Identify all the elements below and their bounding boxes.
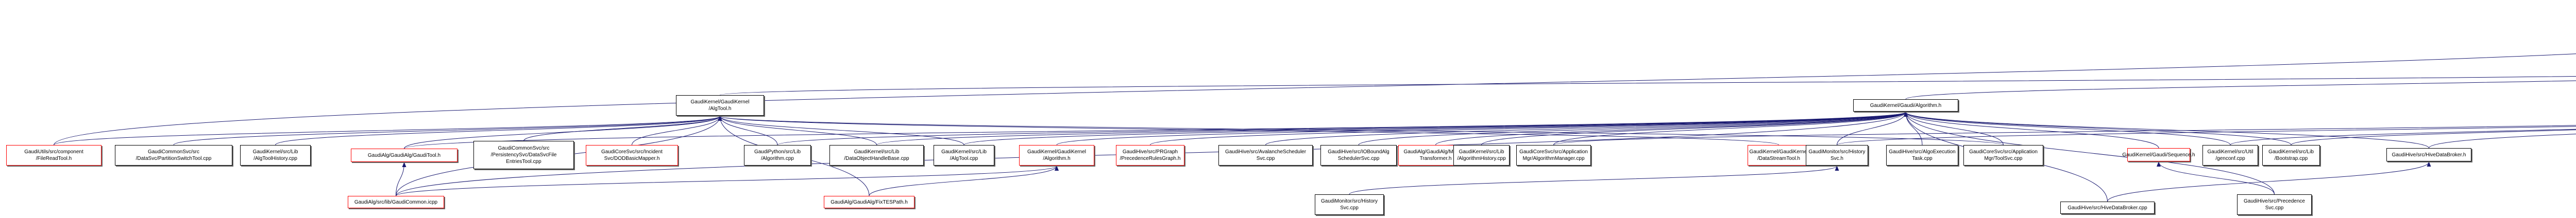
graph-node-dodbasicmapper[interactable]: GaudiCoreSvc/src/Incident Svc/DODBasicMa… — [586, 145, 678, 166]
edge-algtool-cpp-to-gaudi-algorithm-h — [963, 112, 1908, 146]
edge-algorithmmanager-to-gaudi-algorithm-h — [1553, 112, 1908, 146]
edge-algorithmmanager-to-service-h — [1553, 125, 2576, 146]
edge-gaudicommon-icpp-to-kernel-algorithm-h — [396, 166, 1059, 196]
graph-node-gaudicommon-icpp[interactable]: GaudiAlg/src/lib/GaudiCommon.icpp — [348, 196, 444, 208]
edge-hivedatabroker-cpp-to-hivedatabroker-h — [2107, 161, 2431, 202]
edge-gauditool-h-to-algtool-h — [404, 116, 722, 149]
graph-node-algtool-h[interactable]: GaudiKernel/GaudiKernel /AlgTool.h — [676, 95, 764, 116]
edge-kernel-algorithm-h-to-gaudi-algorithm-h — [1056, 112, 1908, 146]
edge-dataobjecthandlebase-to-algtool-h — [718, 116, 877, 146]
graph-node-kernel-algorithm-h[interactable]: GaudiKernel/GaudiKernel /Algorithm.h — [1019, 145, 1094, 166]
edge-historysvc-cpp-to-historysvc-h — [1349, 166, 1839, 195]
graph-node-algorithmhistory[interactable]: GaudiKernel/src/Lib /AlgorithmHistory.cp… — [1453, 145, 1510, 166]
edge-fixtespath-to-kernel-algorithm-h — [869, 166, 1059, 196]
edge-toolsvc-to-gaudi-algorithm-h — [1904, 112, 2004, 146]
graph-node-algorithmmanager[interactable]: GaudiCoreSvc/src/Application Mgr/Algorit… — [1516, 145, 1591, 166]
graph-node-filereadtool[interactable]: GaudiUtils/src/component /FileReadTool.h — [6, 145, 101, 166]
graph-node-algtool-cpp[interactable]: GaudiKernel/src/Lib /AlgTool.cpp — [934, 145, 994, 166]
edge-hivedatabroker-h-to-service-h — [2429, 134, 2576, 149]
graph-node-hivedatabroker-cpp[interactable]: GaudiHive/src/HiveDataBroker.cpp — [2060, 202, 2155, 214]
graph-node-avalanchescheduler[interactable]: GaudiHive/src/AvalancheScheduler Svc.cpp — [1218, 145, 1313, 166]
edge-genconf-to-service-h — [2230, 129, 2576, 146]
edge-datasvcfileentriestool-to-algtool-h — [523, 116, 722, 141]
graph-node-dataobjecthandlebase[interactable]: GaudiKernel/src/Lib /DataObjectHandleBas… — [829, 145, 924, 166]
edge-filereadtool-to-algtool-h — [54, 116, 722, 146]
edge-precedencesvc-to-gaudi-algorithm-h — [1904, 112, 2275, 195]
edge-bootstrap-to-gaudi-algorithm-h — [1904, 112, 2292, 146]
graph-node-sequence-h[interactable]: GaudiKernel/Gaudi/Sequence.h — [2122, 148, 2195, 161]
edge-dataobjecthandlebase-to-gaudi-algorithm-h — [876, 112, 1908, 146]
graph-node-precedencesvc[interactable]: GaudiHive/src/Precedence Svc.cpp — [2237, 194, 2312, 215]
edge-gauditool-h-to-gaudi-algorithm-h — [404, 112, 1908, 149]
edge-gaudi-algorithm-h-to-toolhandle — [1905, 80, 2576, 100]
edge-partitionswitchtool-to-algtool-h — [173, 116, 722, 146]
edge-algtoolhistory-to-algtool-h — [275, 116, 722, 146]
graph-node-ioboundalgscheduler[interactable]: GaudiHive/src/IOBoundAlg SchedulerSvc.cp… — [1320, 145, 1397, 166]
graph-node-datasvcfileentriestool[interactable]: GaudiCommonSvc/src /PersistencySvc/DataS… — [473, 141, 574, 169]
graph-node-historysvc-h[interactable]: GaudiMonitor/src/History Svc.h — [1806, 145, 1868, 166]
edge-precedencesvc-to-sequence-h — [2157, 161, 2275, 195]
graph-node-partitionswitchtool[interactable]: GaudiCommonSvc/src /DataSvc/PartitionSwi… — [115, 145, 232, 166]
edge-genconf-to-gaudi-algorithm-h — [1904, 112, 2231, 146]
edge-sequence-h-to-gaudi-algorithm-h — [1904, 112, 2159, 149]
graph-node-algtoolhistory[interactable]: GaudiKernel/src/Lib /AlgToolHistory.cpp — [240, 145, 311, 166]
edge-filereadtool-to-servicehandle — [54, 53, 2576, 146]
graph-node-toolsvc[interactable]: GaudiCoreSvc/src/Application Mgr/ToolSvc… — [1963, 145, 2043, 166]
graph-node-fixtespath[interactable]: GaudiAlg/GaudiAlg/FixTESPath.h — [824, 196, 914, 208]
graph-node-precedencerulesgraph[interactable]: GaudiHive/src/PRGraph /PrecedenceRulesGr… — [1116, 145, 1184, 166]
edge-bootstrap-to-service-h — [2291, 130, 2576, 146]
edge-algtool-cpp-to-algtool-h — [718, 116, 964, 146]
graph-node-genconf[interactable]: GaudiKernel/src/Util /genconf.cpp — [2202, 145, 2258, 166]
edge-historysvc-h-to-gaudi-algorithm-h — [1837, 112, 1908, 146]
edge-precedencerulesgraph-to-gaudi-algorithm-h — [1150, 112, 1908, 146]
edge-datastreamtool-to-algtool-h — [718, 116, 1779, 146]
graph-node-historysvc-cpp[interactable]: GaudiMonitor/src/History Svc.cpp — [1315, 194, 1384, 215]
graph-node-gauditool-h[interactable]: GaudiAlg/GaudiAlg/GaudiTool.h — [351, 149, 457, 162]
graph-node-gaudi-algorithm-h[interactable]: GaudiKernel/Gaudi/Algorithm.h — [1853, 99, 1958, 112]
graph-node-bootstrap[interactable]: GaudiKernel/src/Lib /Bootstrap.cpp — [2262, 145, 2320, 166]
edge-hivedatabroker-h-to-gaudi-algorithm-h — [1904, 112, 2429, 149]
edge-python-algorithm-cpp-to-gaudi-algorithm-h — [777, 112, 1908, 146]
graph-node-datastreamtool[interactable]: GaudiKernel/GaudiKernel /DataStreamTool.… — [1748, 145, 1810, 166]
edge-avalanchescheduler-to-gaudi-algorithm-h — [1265, 112, 1908, 146]
edge-historysvc-h-to-service-h — [1837, 126, 2576, 146]
graph-node-python-algorithm-cpp[interactable]: GaudiPython/src/Lib /Algorithm.cpp — [744, 145, 811, 166]
edge-gaudicommon-icpp-to-gauditool-h — [396, 162, 406, 196]
edge-dodbasicmapper-to-algtool-h — [632, 116, 722, 146]
edge-algtool-h-to-toolhandle — [720, 76, 2576, 96]
graph-node-algoexecutiontask[interactable]: GaudiHive/src/AlgoExecution Task.cpp — [1886, 145, 1958, 166]
graph-node-hivedatabroker-h[interactable]: GaudiHive/src/HiveDataBroker.h — [2386, 148, 2471, 161]
edge-ioboundalgscheduler-to-gaudi-algorithm-h — [1358, 112, 1908, 146]
edge-algorithmhistory-to-gaudi-algorithm-h — [1481, 112, 1908, 146]
edge-mergingtransformer-to-gaudi-algorithm-h — [1435, 112, 1908, 146]
